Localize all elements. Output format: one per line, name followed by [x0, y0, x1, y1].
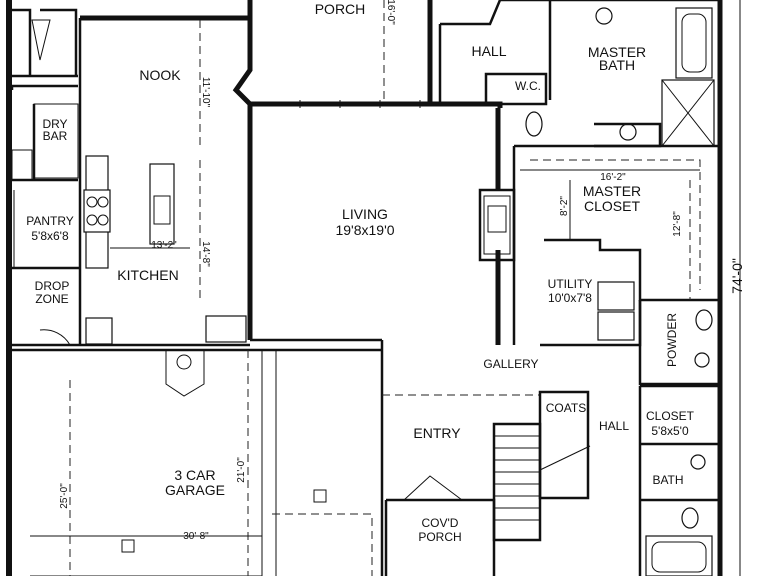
- wall-closet-lower: [638, 384, 720, 576]
- dim-label-kitchen-depth: 14'-8": [200, 241, 211, 267]
- label-covd-porch-1: COV'D: [422, 516, 459, 530]
- label-gallery: GALLERY: [483, 357, 538, 371]
- fireplace-box: [478, 188, 516, 262]
- stair-box: [492, 422, 542, 542]
- label-kitchen: KITCHEN: [117, 267, 178, 283]
- label-pantry: PANTRY: [26, 214, 74, 228]
- label-coats: COATS: [546, 401, 586, 415]
- dim-label-overall: 74'-0": [729, 258, 745, 294]
- wall-powder: [638, 300, 720, 386]
- wc-toilet: [525, 111, 543, 137]
- label-closet: CLOSET: [646, 409, 695, 423]
- stair-treads: [494, 435, 540, 521]
- label-drop-zone-1: DROP: [35, 279, 70, 293]
- wall-wc: [484, 72, 548, 106]
- label-master-bath-1: MASTER: [588, 44, 646, 60]
- label-closet-size: 5'8x5'0: [651, 424, 689, 438]
- dim-label-garage-b: 21'-0": [236, 457, 247, 483]
- wall-nook-right: [80, 15, 253, 340]
- bath-sink: [690, 454, 706, 470]
- garage-step: [165, 350, 205, 397]
- wall-living-top: [250, 101, 503, 108]
- label-hall-top: HALL: [471, 43, 506, 59]
- fridge: [85, 317, 113, 345]
- dim-label-master-closet-width: 16'-2": [600, 172, 626, 183]
- label-drop-zone-2: ZONE: [35, 292, 68, 306]
- label-pantry-size: 5'8x6'8: [31, 229, 69, 243]
- drybar-fixture: [11, 149, 33, 181]
- garage-post: [313, 489, 327, 503]
- label-dry-bar-2: BAR: [43, 129, 68, 143]
- fireplace: [483, 195, 511, 255]
- bathtub: [675, 7, 713, 79]
- master-sink-top: [595, 7, 613, 25]
- label-master-closet-2: CLOSET: [584, 198, 640, 214]
- garage-divider: [261, 350, 277, 576]
- label-bath: BATH: [652, 473, 683, 487]
- label-master-bath-2: BATH: [599, 57, 635, 73]
- burner-4: [97, 214, 109, 226]
- washer: [597, 311, 635, 341]
- label-utility: UTILITY: [548, 277, 593, 291]
- stair-arrow: [539, 445, 591, 471]
- label-covd-porch-2: PORCH: [418, 530, 461, 544]
- wall-left-outer: [6, 0, 12, 576]
- powder-sink: [694, 352, 710, 368]
- label-living: LIVING: [342, 206, 388, 222]
- dim-label-porch: 16'-0": [385, 0, 396, 25]
- shower-drain-lines: [661, 79, 715, 147]
- garage-post-2: [121, 539, 135, 553]
- dim-label-nook: 11'-10": [200, 77, 211, 108]
- wall-drybar-top: [10, 84, 78, 90]
- dryer: [597, 281, 635, 311]
- label-living-size: 19'8x19'0: [335, 222, 394, 238]
- label-hall-mid: HALL: [599, 419, 629, 433]
- label-utility-size: 10'0x7'8: [548, 291, 592, 305]
- water-heater: [176, 354, 192, 370]
- room-labels: PORCH NOOK HALL MASTER BATH W.C. DRY BAR…: [26, 1, 694, 544]
- wall-closet-shelves: [544, 238, 720, 302]
- label-entry: ENTRY: [413, 425, 461, 441]
- dimension-labels: 11'-10" 16'-0" 13'-2" 14'-8" 16'-2" 8'-2…: [59, 0, 745, 542]
- bath-tub-lower-inner: [651, 541, 707, 573]
- dim-label-kitchen-width: 13'-2": [151, 240, 177, 251]
- label-dry-bar-1: DRY: [42, 117, 67, 131]
- oven: [205, 315, 247, 343]
- wall-covd-porch: [384, 498, 496, 576]
- label-master-closet-1: MASTER: [583, 183, 641, 199]
- dimension-lines: [30, 0, 741, 576]
- door-swing-top-left: [31, 19, 51, 61]
- dim-label-garage-a: 25'-0": [59, 483, 70, 509]
- dim-label-master-closet-depth2: 12'-8": [672, 211, 683, 237]
- wall-top-left-closets: [12, 8, 78, 78]
- island-sink: [153, 195, 171, 225]
- powder-toilet: [695, 309, 713, 331]
- walls: [6, 0, 723, 576]
- drybar-counter: [33, 103, 79, 179]
- dim-label-master-closet-depth: 8'-2": [559, 196, 570, 216]
- closet-rod: [530, 159, 701, 290]
- burner-2: [97, 196, 109, 208]
- label-wc: W.C.: [515, 79, 541, 93]
- master-sink-bottom: [619, 123, 637, 141]
- burner-1: [86, 196, 98, 208]
- label-garage-2: GARAGE: [165, 482, 225, 498]
- label-garage-1: 3 CAR: [174, 467, 215, 483]
- bath-toilet: [681, 507, 699, 529]
- door-swing-drop-zone: [39, 329, 71, 346]
- porch-rail-marks: [299, 100, 421, 108]
- bathtub-inner: [681, 13, 707, 73]
- wall-porch: [247, 0, 433, 104]
- label-nook: NOOK: [139, 67, 181, 83]
- label-porch: PORCH: [315, 1, 366, 17]
- dim-label-garage-width: 30'-8": [183, 531, 209, 542]
- label-powder: POWDER: [665, 313, 679, 367]
- entry-door-swing: [403, 475, 463, 501]
- range: [83, 189, 111, 233]
- burner-3: [86, 214, 98, 226]
- garage-parking-outline: [272, 513, 373, 576]
- wall-hall-top: [438, 0, 552, 104]
